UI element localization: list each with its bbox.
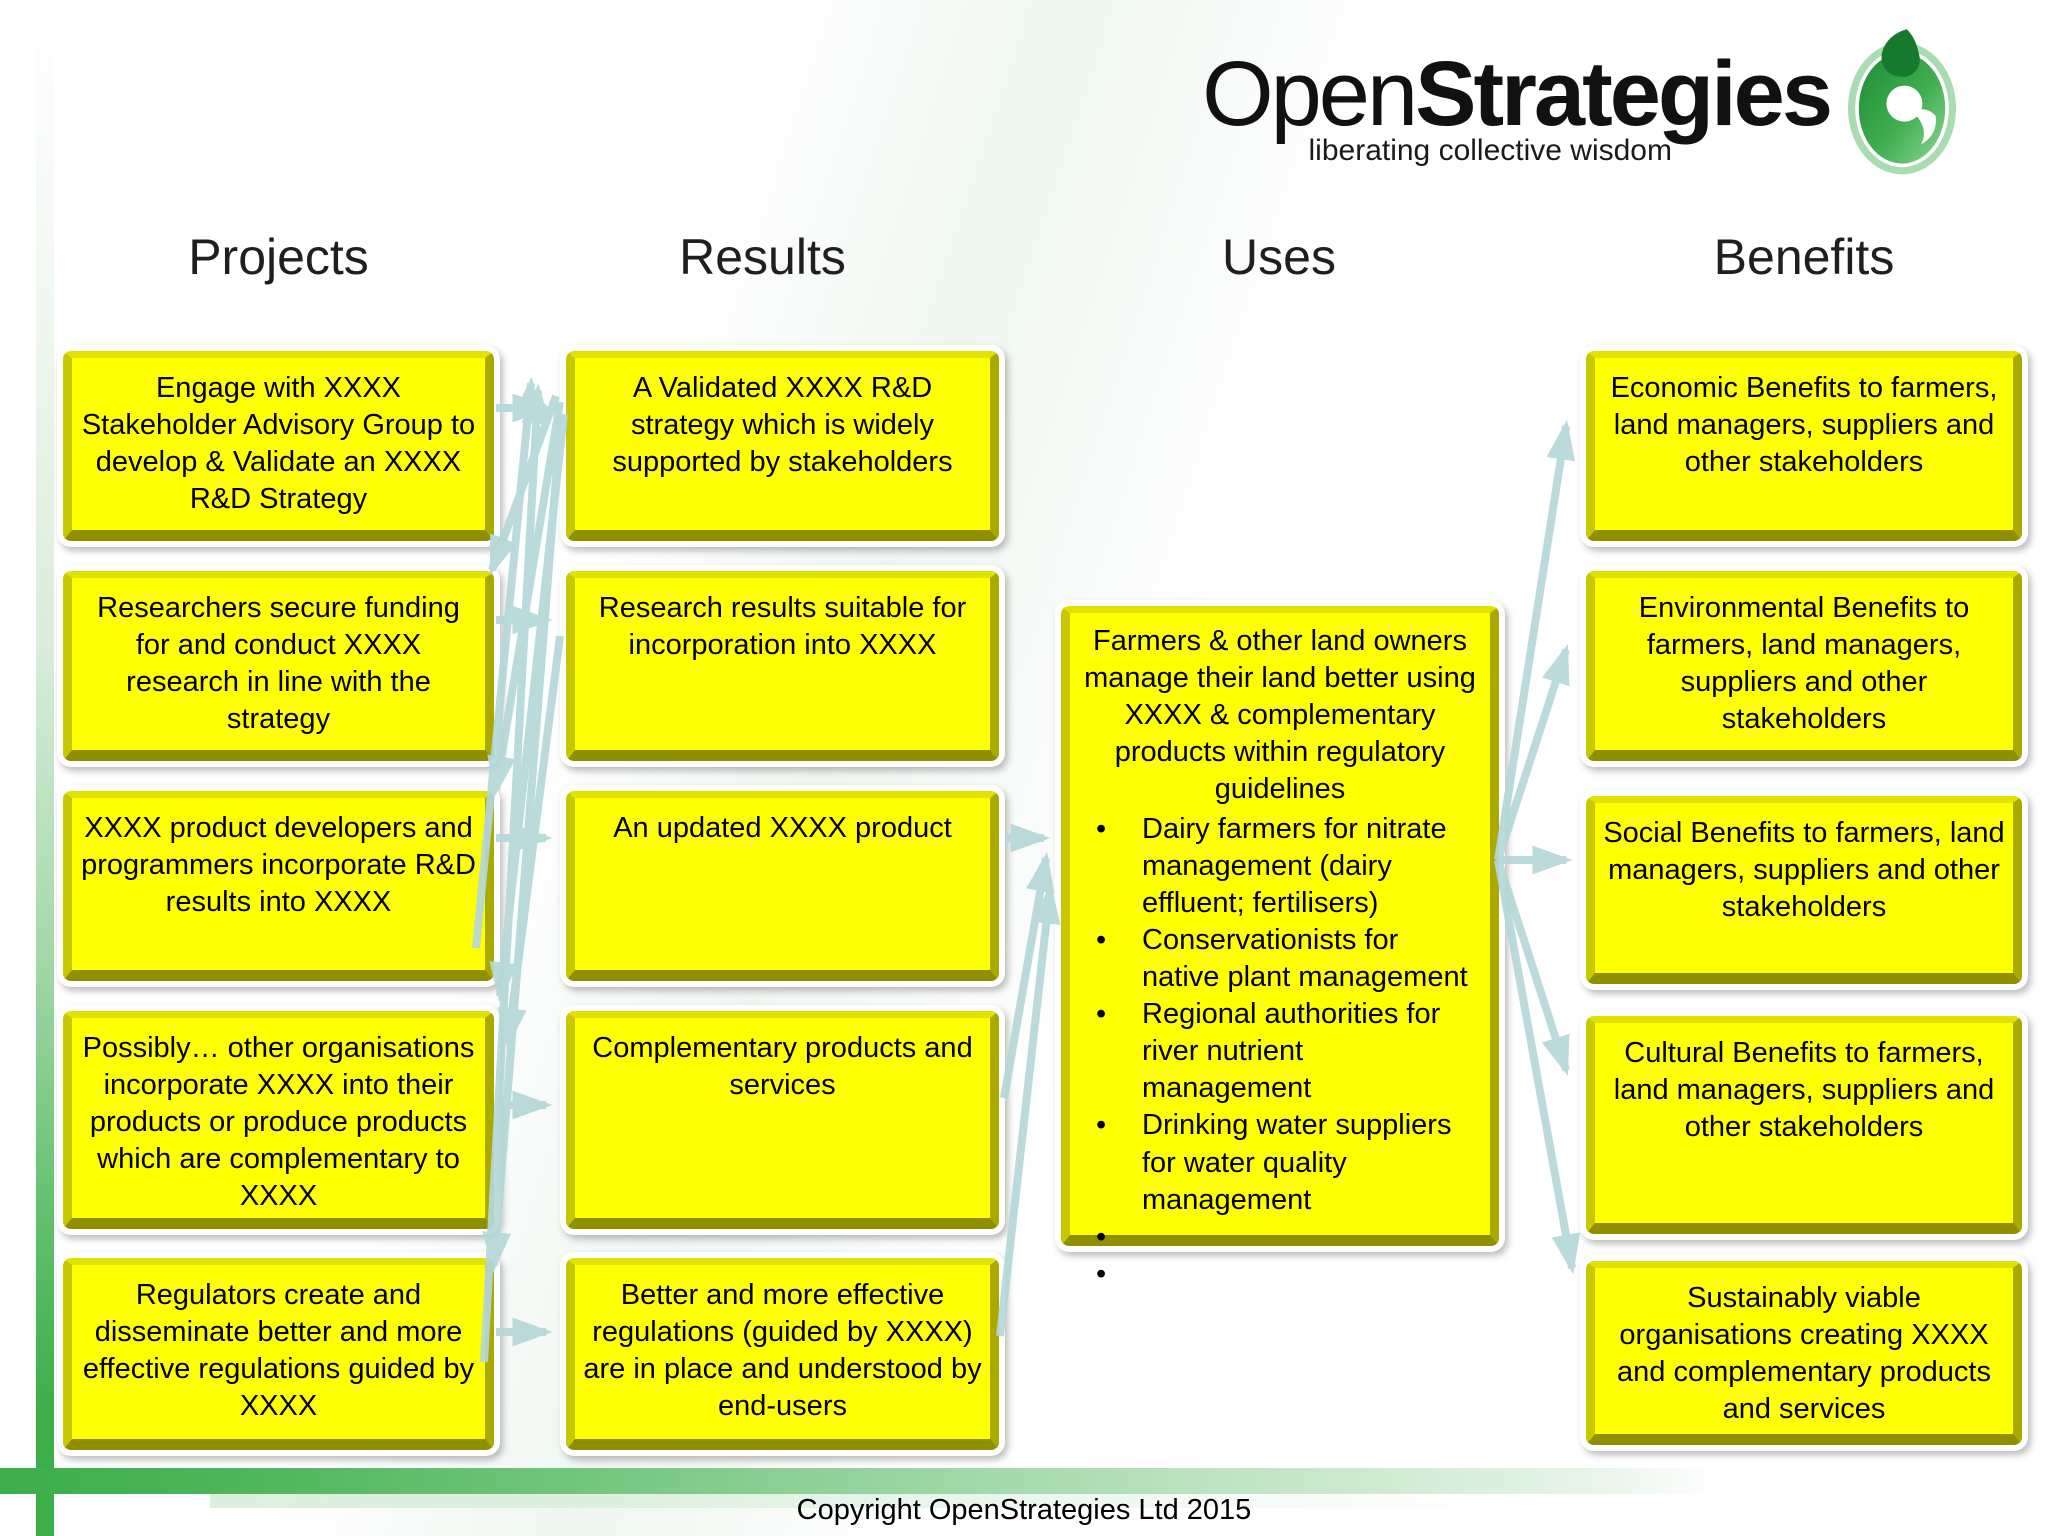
result-box-2-text: Research results suitable for incorporat… <box>566 571 999 761</box>
uses-bullet-1: Dairy farmers for nitrate management (da… <box>1090 811 1480 922</box>
benefit-box-4-text: Cultural Benefits to farmers, land manag… <box>1586 1016 2022 1234</box>
green-horizontal-bar <box>0 1468 1720 1494</box>
project-box-1-text: Engage with XXXX Stakeholder Advisory Gr… <box>63 351 494 541</box>
benefit-box-4: Cultural Benefits to farmers, land manag… <box>1580 1010 2028 1240</box>
logo-tagline: liberating collective wisdom <box>1308 134 1673 167</box>
benefit-box-5: Sustainably viable organisations creatin… <box>1580 1255 2028 1451</box>
logo-word-open: Open <box>1202 43 1418 145</box>
project-box-4: Possibly… other organisations incorporat… <box>57 1005 500 1235</box>
green-vertical-bar <box>36 0 54 1536</box>
project-box-3: XXXX product developers and programmers … <box>57 785 500 987</box>
uses-box-content: Farmers & other land owners manage their… <box>1061 606 1499 1293</box>
result-box-1: A Validated XXXX R&D strategy which is w… <box>560 345 1005 547</box>
result-box-4-text: Complementary products and services <box>566 1011 999 1229</box>
project-box-2-text: Researchers secure funding for and condu… <box>63 571 494 761</box>
project-box-1: Engage with XXXX Stakeholder Advisory Gr… <box>57 345 500 547</box>
result-box-1-text: A Validated XXXX R&D strategy which is w… <box>566 351 999 541</box>
project-box-3-text: XXXX product developers and programmers … <box>63 791 494 981</box>
project-box-2: Researchers secure funding for and condu… <box>57 565 500 767</box>
benefit-box-2-text: Environmental Benefits to farmers, land … <box>1586 571 2022 761</box>
column-header-benefits: Benefits <box>1713 229 1895 285</box>
uses-bullet-5 <box>1090 1219 1480 1256</box>
result-box-5: Better and more effective regulations (g… <box>560 1252 1005 1456</box>
result-box-3-text: An updated XXXX product <box>566 791 999 981</box>
result-box-3: An updated XXXX product <box>560 785 1005 987</box>
benefit-box-1: Economic Benefits to farmers, land manag… <box>1580 345 2028 547</box>
project-box-5: Regulators create and disseminate better… <box>57 1252 500 1456</box>
openstrategies-logo: OpenStrategies liberating collective wis… <box>1150 48 1833 167</box>
result-box-5-text: Better and more effective regulations (g… <box>566 1258 999 1450</box>
logo-wordmark: OpenStrategies <box>1150 48 1833 140</box>
copyright-text: Copyright OpenStrategies Ltd 2015 <box>796 1494 1252 1526</box>
benefit-box-3: Social Benefits to farmers, land manager… <box>1580 790 2028 990</box>
project-box-5-text: Regulators create and disseminate better… <box>63 1258 494 1450</box>
benefit-box-1-text: Economic Benefits to farmers, land manag… <box>1586 351 2022 541</box>
uses-bullet-6 <box>1090 1256 1480 1293</box>
column-header-projects: Projects <box>188 229 369 285</box>
column-header-results: Results <box>679 229 846 285</box>
green-horizontal-bar-faint <box>210 1494 1510 1508</box>
uses-bullet-3: Regional authorities for river nutrient … <box>1090 996 1480 1107</box>
uses-box: Farmers & other land owners manage their… <box>1055 600 1505 1293</box>
benefit-box-2: Environmental Benefits to farmers, land … <box>1580 565 2028 767</box>
column-header-uses: Uses <box>1222 229 1336 285</box>
uses-intro-text: Farmers & other land owners manage their… <box>1084 625 1476 806</box>
uses-bullet-list: Dairy farmers for nitrate management (da… <box>1076 811 1484 1293</box>
result-box-2: Research results suitable for incorporat… <box>560 565 1005 767</box>
project-box-4-text: Possibly… other organisations incorporat… <box>63 1011 494 1229</box>
openstrategies-swirl-icon <box>1848 29 1956 175</box>
benefit-box-5-text: Sustainably viable organisations creatin… <box>1586 1261 2022 1445</box>
uses-bullet-4: Drinking water suppliers for water quali… <box>1090 1107 1480 1218</box>
logo-word-strategies: Strategies <box>1415 43 1833 145</box>
result-box-4: Complementary products and services <box>560 1005 1005 1235</box>
benefit-box-3-text: Social Benefits to farmers, land manager… <box>1586 796 2022 984</box>
uses-bullet-2: Conservationists for native plant manage… <box>1090 922 1480 996</box>
